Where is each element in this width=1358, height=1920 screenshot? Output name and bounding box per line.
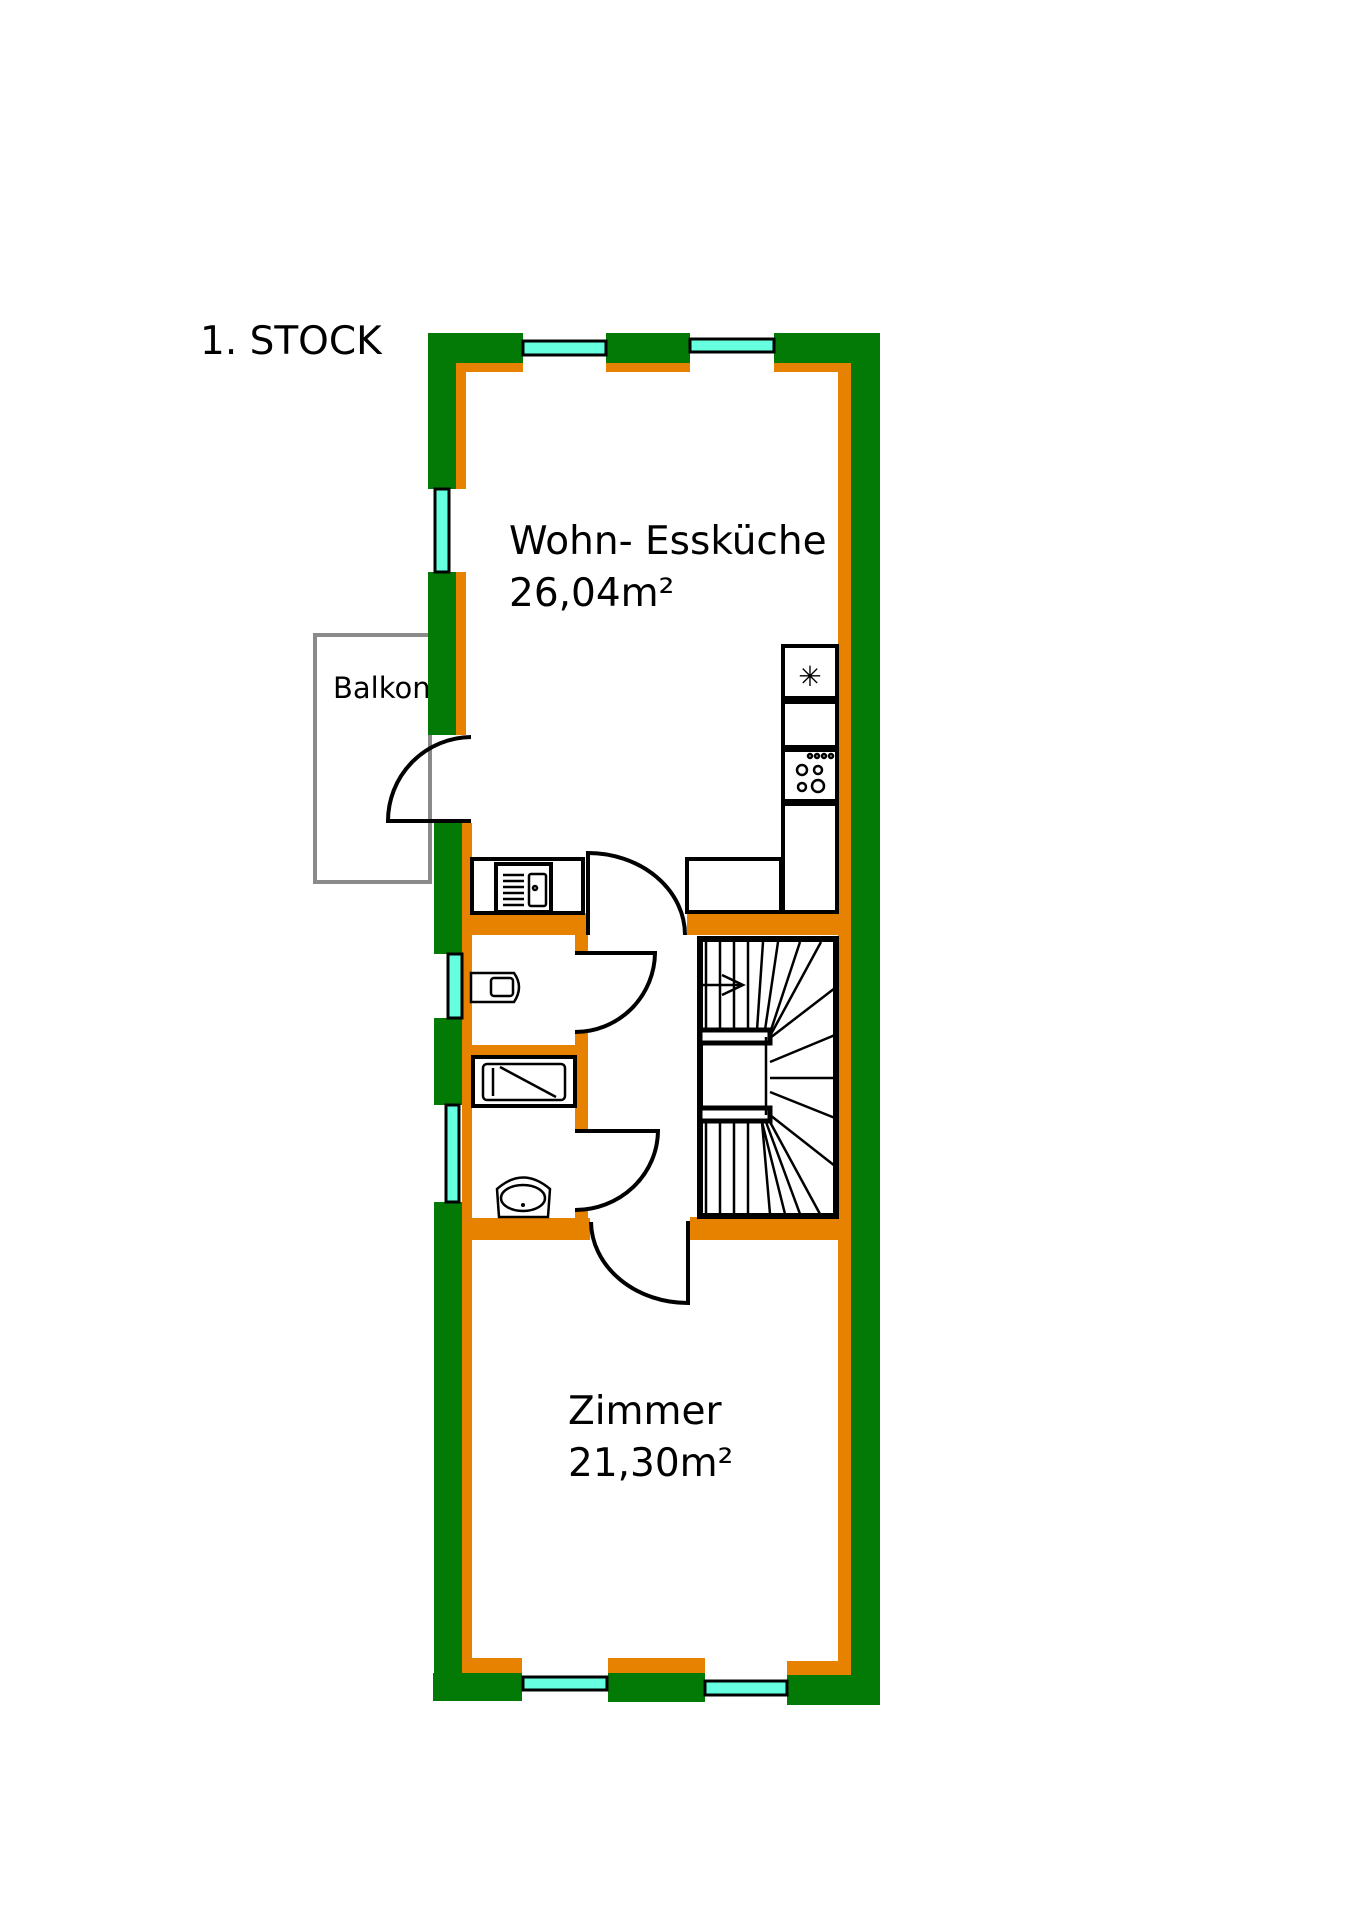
bathroom <box>469 971 577 1219</box>
window <box>433 487 451 574</box>
floor-title: 1. STOCK <box>200 319 383 364</box>
window <box>703 1679 789 1697</box>
window <box>521 339 608 357</box>
inner-walls <box>456 363 851 1675</box>
outer-walls <box>428 333 880 1705</box>
drainboard-icon <box>503 872 548 908</box>
balcony-label: Balkon <box>333 671 431 705</box>
stair-direction-arrow-icon <box>700 973 746 997</box>
counter <box>685 857 783 914</box>
balcony-door <box>385 735 472 823</box>
room-name-bedroom: Zimmer <box>568 1389 723 1434</box>
stove-burners-icon <box>795 752 835 794</box>
room-name-living-kitchen: Wohn- Essküche <box>509 519 827 564</box>
wc-door <box>574 951 658 1034</box>
freezer-icon: ✳ <box>798 660 821 693</box>
toilet-icon <box>469 971 521 1004</box>
kitchen: ✳ <box>470 644 839 915</box>
window <box>446 952 464 1020</box>
washbasin-icon <box>495 1176 552 1219</box>
windows <box>433 337 789 1697</box>
tall-cabinet <box>781 802 839 914</box>
doors <box>385 735 690 1306</box>
bath-door <box>574 1129 661 1212</box>
room-area-bedroom: 21,30m² <box>568 1441 733 1486</box>
room-door <box>589 1221 690 1306</box>
fridge <box>781 644 839 700</box>
balcony: Balkon <box>313 633 432 884</box>
window <box>444 1103 461 1204</box>
kitchen-door <box>586 850 687 936</box>
room-area-living-kitchen: 26,04m² <box>509 571 674 616</box>
staircase <box>697 936 839 1219</box>
window <box>521 1675 609 1692</box>
window <box>688 337 776 354</box>
cabinet <box>781 700 839 749</box>
